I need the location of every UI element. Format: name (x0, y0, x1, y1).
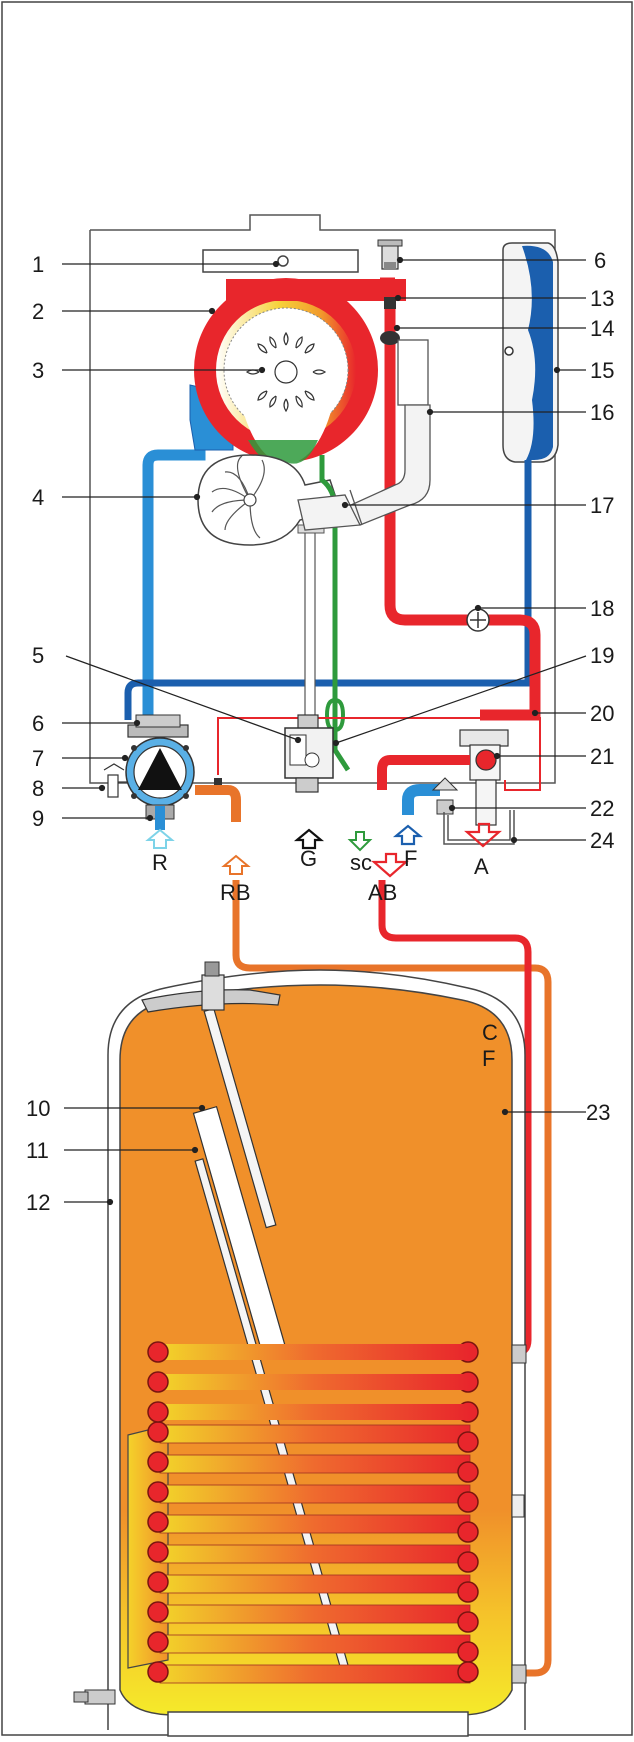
fan (197, 454, 341, 546)
limit-thermostat (384, 297, 396, 309)
boiler-casing (89, 214, 556, 784)
label-f-tank: F (482, 1046, 495, 1071)
callout-2: 2 (32, 299, 44, 324)
callout-17: 17 (590, 493, 614, 518)
expansion-vessel (502, 242, 559, 463)
label-r: R (152, 850, 168, 875)
flue-hood (202, 249, 359, 273)
callout-4: 4 (32, 485, 44, 510)
safety-valve (103, 763, 128, 798)
callout-22: 22 (590, 796, 614, 821)
callout-19: 19 (590, 643, 614, 668)
callout-8: 8 (32, 776, 44, 801)
coil-inlet-fitting (511, 1344, 527, 1364)
callout-6-top: 6 (594, 248, 606, 273)
callout-7: 7 (32, 746, 44, 771)
callout-14: 14 (590, 316, 614, 341)
callout-5: 5 (32, 643, 44, 668)
callout-12: 12 (26, 1190, 50, 1215)
coil-outlet-fitting (511, 1664, 527, 1684)
sensor-wire (217, 717, 541, 791)
sensor-pocket (511, 1494, 525, 1518)
air-vent-top (377, 239, 403, 270)
ntc-probe (380, 331, 400, 345)
label-a: A (474, 854, 489, 879)
label-sc: sc (350, 850, 372, 875)
callout-18: 18 (590, 596, 614, 621)
drain-cock (73, 1689, 116, 1705)
diverter-valve (459, 729, 509, 826)
connection-labels: R G sc F A RB AB C F (152, 846, 498, 1071)
dhw-return-stub (195, 785, 241, 822)
callout-16: 16 (590, 400, 614, 425)
return-pipe-left (142, 420, 206, 722)
callout-1: 1 (32, 252, 44, 277)
gas-valve (284, 714, 334, 793)
bypass (447, 810, 511, 841)
label-rb: RB (220, 880, 251, 905)
callout-21: 21 (590, 744, 614, 769)
flow-pipe (384, 283, 541, 721)
label-g: G (300, 846, 317, 871)
leader-lines (62, 256, 587, 1206)
pressure-transducer (466, 608, 490, 632)
gas-pipe-vertical (297, 524, 325, 721)
return-pipe-long (124, 672, 532, 720)
callout-9: 9 (32, 806, 44, 831)
callout-labels: 1 2 3 4 5 6 7 8 9 6 13 14 15 16 17 18 19… (26, 248, 614, 1215)
callout-15: 15 (590, 358, 614, 383)
label-c: C (482, 1020, 498, 1045)
circulating-pump (125, 714, 195, 820)
dhw-return-pipe (232, 880, 552, 1677)
ab-pipe-stub (377, 755, 470, 790)
callout-13: 13 (590, 286, 614, 311)
label-ab: AB (368, 880, 397, 905)
burner-flames (245, 331, 327, 413)
callout-3: 3 (32, 358, 44, 383)
callout-24: 24 (590, 828, 614, 853)
callout-20: 20 (590, 701, 614, 726)
callout-6-bottom: 6 (32, 711, 44, 736)
callout-11: 11 (26, 1138, 49, 1163)
callout-23: 23 (586, 1100, 610, 1125)
callout-10: 10 (26, 1096, 50, 1121)
heating-coil (147, 1341, 479, 1684)
connection-arrows (145, 822, 502, 878)
label-f-top: F (404, 846, 417, 871)
heat-exchanger (189, 278, 406, 465)
